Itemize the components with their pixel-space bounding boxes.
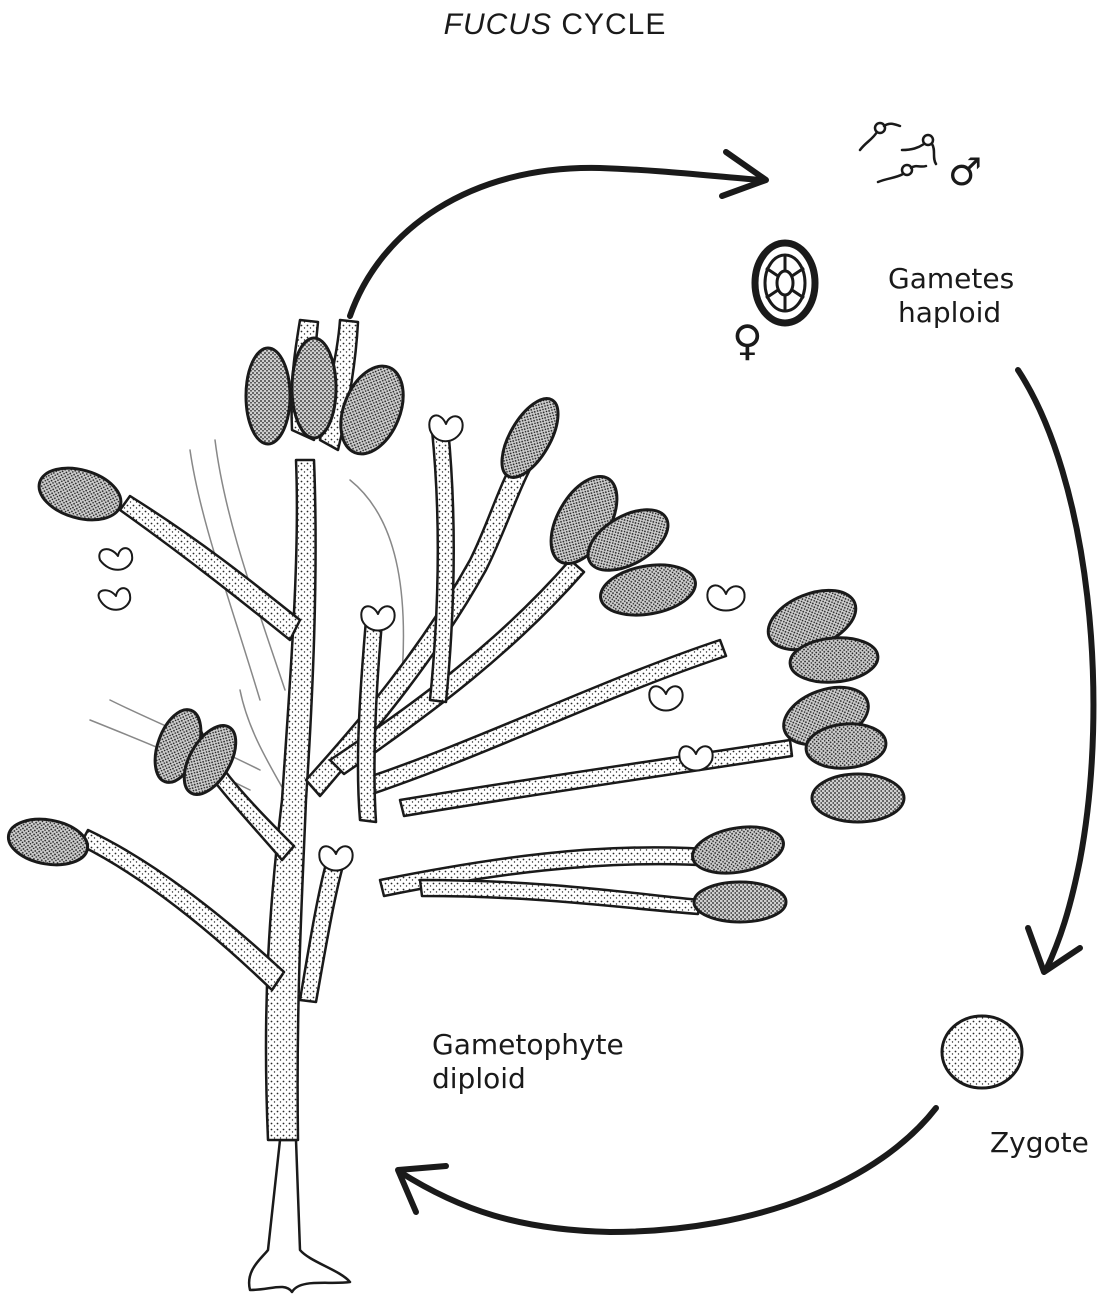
receptacle <box>812 774 904 822</box>
female-symbol: ♀ <box>732 316 763 365</box>
sterile-tip <box>707 585 744 610</box>
branch <box>120 496 300 640</box>
sterile-tip <box>99 548 132 570</box>
sterile-tip <box>319 846 352 870</box>
zygote-label: Zygote <box>990 1126 1089 1160</box>
branch <box>430 428 454 702</box>
gametophyte-label-line2: diploid <box>432 1062 624 1096</box>
gametophyte-label: Gametophyte diploid <box>432 1028 624 1096</box>
receptacle <box>689 820 787 879</box>
gametes-label: Gametes haploid <box>888 262 1014 330</box>
receptacle <box>33 459 127 528</box>
main-trunk <box>266 460 316 1140</box>
sterile-tip <box>99 588 131 610</box>
gametes-label-line2: haploid <box>888 296 1014 330</box>
receptacle <box>694 882 786 922</box>
gametophyte-label-line1: Gametophyte <box>432 1028 624 1062</box>
arrow-gametes-to-zygote <box>1018 370 1093 972</box>
holdfast <box>249 1140 350 1292</box>
receptacle <box>246 348 290 444</box>
receptacle <box>5 813 91 870</box>
male-symbol: ♂ <box>948 150 982 194</box>
arrow-zygote-to-plant <box>398 1108 936 1232</box>
branch <box>300 850 346 1002</box>
sterile-tip <box>361 606 394 630</box>
arrow-plant-to-gametes <box>350 152 766 316</box>
sterile-tip <box>429 415 462 441</box>
fucus-plant-illustration <box>5 320 904 1292</box>
receptacle <box>292 338 336 438</box>
branch <box>80 830 284 990</box>
sterile-tip <box>679 746 712 770</box>
branch <box>420 880 700 914</box>
sterile-tip <box>649 686 682 710</box>
zygote-icon <box>942 1016 1022 1088</box>
egg-cell-icon <box>755 243 815 323</box>
sperm-cells-icon <box>860 123 936 182</box>
gametes-label-line1: Gametes <box>888 262 1014 296</box>
